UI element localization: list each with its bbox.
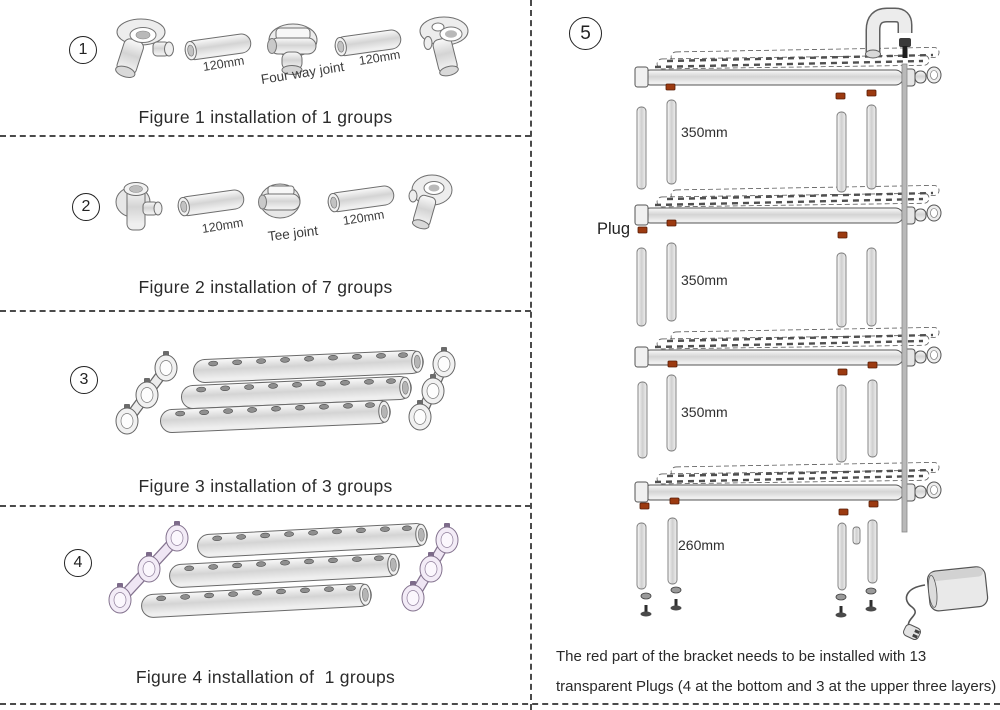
leg-dimension-layer1: 350mm: [681, 124, 728, 140]
divider-figure2-figure3: [0, 310, 531, 312]
figure4-joint-chain-right: [401, 522, 459, 612]
figure2-pipe-length-label-right: 120mm: [341, 207, 386, 228]
figure3-number-badge: 3: [70, 366, 98, 394]
figure1-number-badge: 1: [69, 36, 97, 64]
figure2-pipe-120mm-right: [326, 184, 396, 214]
figure3-planting-pipe-2: [180, 375, 413, 410]
figure3-joint-chain-right: [408, 346, 456, 431]
figure5-shelf-layer3: [633, 326, 943, 369]
divider-bottom: [0, 703, 1000, 705]
water-pump-illustration: [903, 566, 989, 641]
figure3-planting-pipe-1: [192, 349, 425, 384]
figure4-number-badge: 4: [64, 549, 92, 577]
figure5-shelf-layer1: [633, 46, 943, 89]
plug-note-line1: The red part of the bracket needs to be …: [556, 648, 927, 665]
figure2-tee-joint-left: [115, 182, 163, 231]
figure2-joint-label: Tee joint: [267, 222, 319, 244]
foot-caps-and-screws: [640, 586, 877, 618]
water-feed-elbow-illustration: [865, 7, 913, 59]
figure3-caption: Figure 3 installation of 3 groups: [138, 476, 393, 496]
leg-dimension-layer3: 350mm: [681, 404, 728, 420]
figure2-tee-joint-center: [258, 183, 301, 219]
water-riser-pipe: [901, 63, 908, 533]
figure2-tee-joint-right: [408, 174, 453, 230]
figure2-number-badge: 2: [72, 193, 100, 221]
figure3-planting-pipe-3: [159, 399, 392, 434]
figure4-caption: Figure 4 installation of 1 groups: [135, 667, 396, 687]
leg-dimension-bottom: 260mm: [678, 537, 725, 553]
figure1-pipe-length-label-left: 120mm: [201, 53, 246, 74]
transparent-plug-markers: [637, 83, 879, 516]
figure1-pipe-length-label-right: 120mm: [357, 47, 402, 68]
figure3-joint-chain-left: [115, 350, 178, 435]
figure1-joint-label: Four way joint: [259, 58, 346, 87]
figure1-caption: Figure 1 installation of 1 groups: [138, 107, 393, 127]
figure2-pipe-120mm-left: [176, 188, 246, 218]
figure4-planting-pipe-1: [196, 522, 429, 559]
plug-note-line2: transparent Plugs (4 at the bottom and 3…: [556, 678, 997, 695]
figure1-three-way-joint-right: [419, 16, 469, 77]
figure5-shelf-layer2: [633, 184, 943, 227]
figure4-planting-pipe-3: [140, 582, 373, 619]
divider-figure1-figure2: [0, 135, 531, 137]
figure5-number-badge: 5: [569, 17, 602, 50]
figure4-planting-pipe-2: [168, 552, 401, 589]
figure5-shelf-layer4: [633, 461, 943, 504]
figure1-three-way-joint-left: [115, 18, 174, 78]
nozzle-connector-icon: [899, 38, 911, 47]
figure5-support-legs: [636, 99, 878, 591]
figure2-caption: Figure 2 installation of 7 groups: [138, 277, 393, 297]
power-plug-icon: [903, 623, 921, 641]
figure4-joint-chain-left: [108, 520, 189, 614]
plug-label: Plug: [597, 220, 631, 238]
figure2-pipe-length-label-left: 120mm: [200, 215, 245, 236]
divider-figure3-figure4: [0, 505, 531, 507]
divider-vertical: [530, 0, 532, 710]
leg-dimension-layer2: 350mm: [681, 272, 728, 288]
